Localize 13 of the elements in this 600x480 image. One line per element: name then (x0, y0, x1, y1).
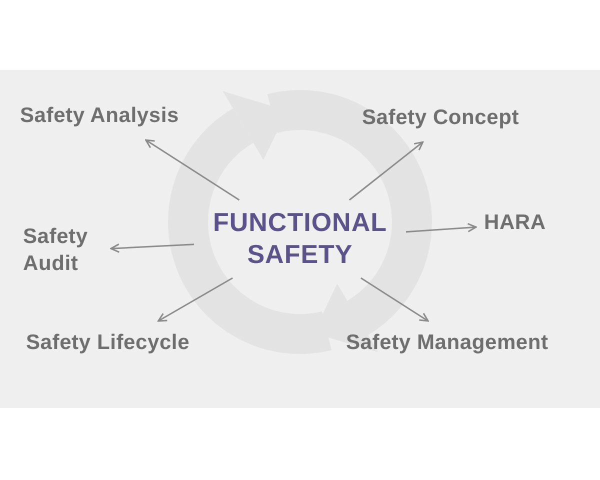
arrow (348, 141, 424, 201)
node-label: Safety Analysis (20, 102, 200, 129)
arrow (406, 222, 477, 233)
node-label: HARA (484, 209, 559, 236)
arrow (158, 277, 233, 322)
node-label: FUNCTIONAL SAFETY (200, 206, 400, 270)
arrow (110, 243, 194, 253)
node-label: Safety Lifecycle (26, 329, 211, 356)
node-label: Safety Concept (362, 104, 542, 131)
node-label: Safety Management (346, 329, 582, 356)
node-label: Safety Audit (23, 223, 103, 277)
arrow (360, 277, 429, 322)
arrow (145, 139, 240, 201)
